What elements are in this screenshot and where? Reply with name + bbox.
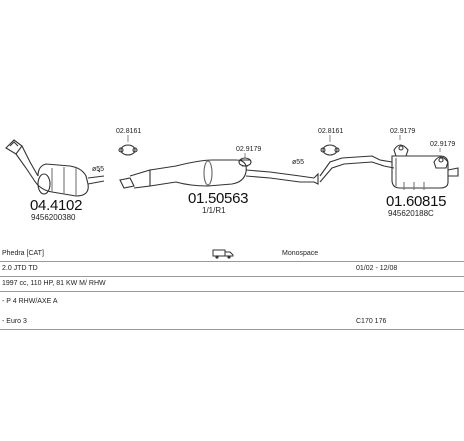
clamp-drawing-5 [433, 156, 449, 169]
spec-capacity: 1997 cc, 110 HP, 81 KW M/ RHW [2, 280, 106, 287]
pipe-diameter-label-3: ø55 [292, 159, 305, 166]
clamp-label-1: 02.8161 [116, 128, 142, 135]
spec-row-5: - Euro 3 C170 176 [0, 315, 464, 330]
catalytic-converter-drawing [5, 139, 105, 197]
spec-engine: 2.0 JTD TD [2, 265, 38, 272]
spec-model: Phedra [CAT] [2, 250, 44, 257]
spec-row-3: 1997 cc, 110 HP, 81 KW M/ RHW [0, 277, 464, 292]
pipe-diameter-label-1: ø55 [92, 166, 105, 173]
van-icon [212, 248, 234, 261]
spec-row-1: Phedra [CAT] Monospace [0, 247, 464, 262]
clamp-label-2: 02.9179 [236, 146, 262, 153]
spec-reference: C170 176 [356, 318, 387, 325]
clamp-drawing-4 [393, 144, 409, 157]
part-code-2: 1/1/R1 [202, 206, 226, 215]
spec-engine-code: - P 4 RHW/AXE A [2, 298, 58, 305]
exhaust-diagram: 02.8161 02.9179 02.8161 02.9179 02.9179 … [5, 128, 459, 222]
part-code-1: 9456200380 [31, 213, 76, 222]
spec-body-type: Monospace [282, 250, 319, 257]
clamp-label-4: 02.9179 [390, 128, 416, 135]
spec-row-2: 2.0 JTD TD 01/02 - 12/08 [0, 262, 464, 277]
rear-silencer-drawing [319, 155, 459, 190]
clamp-drawing-3 [320, 144, 340, 156]
middle-silencer-drawing [119, 159, 319, 189]
part-code-3: 945620188C [388, 209, 434, 218]
part-number-3: 01.60815 [386, 193, 447, 210]
spec-years: 01/02 - 12/08 [356, 265, 398, 272]
spec-emission: - Euro 3 [2, 318, 27, 325]
exhaust-drawing [5, 135, 459, 197]
spec-row-4: - P 4 RHW/AXE A [0, 292, 464, 306]
part-number-2: 01.50563 [188, 190, 249, 207]
clamp-label-3: 02.8161 [318, 128, 344, 135]
part-number-1: 04.4102 [30, 197, 83, 214]
clamp-drawing-1 [118, 144, 138, 156]
clamp-label-5: 02.9179 [430, 141, 456, 148]
